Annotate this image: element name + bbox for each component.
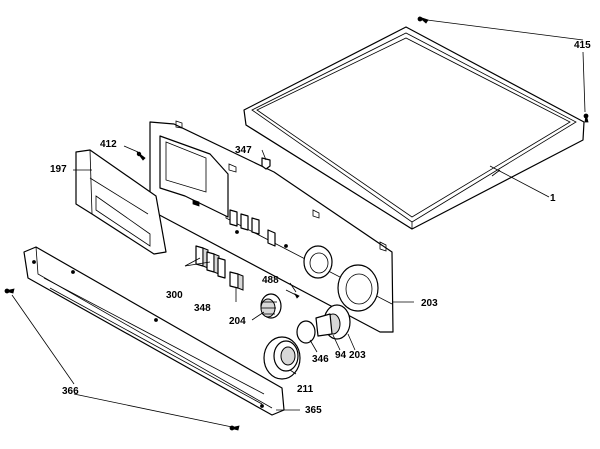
callout-211: 211: [297, 384, 314, 395]
screw-412-part: [136, 151, 146, 161]
callout-412: 412: [100, 139, 117, 150]
spring-488-part: [285, 289, 300, 299]
control-panel-frame-part: [149, 120, 394, 333]
screw-366-parts: [4, 288, 240, 431]
knob-204-part: [260, 293, 282, 319]
selector-knob-211-part: [263, 336, 301, 380]
button-348-part: [229, 271, 244, 291]
callout-94: 94: [335, 350, 347, 361]
callout-488: 488: [262, 275, 279, 286]
callout-204: 204: [229, 316, 246, 327]
top-cover-part: [243, 26, 585, 230]
push-buttons-300-part: [195, 245, 226, 279]
screw-415-parts: [417, 16, 589, 123]
callout-1: 1: [550, 193, 556, 204]
callout-365: 365: [305, 405, 322, 416]
callout-366: 366: [62, 386, 79, 397]
callout-203-right: 203: [421, 298, 438, 309]
callout-346: 346: [312, 354, 329, 365]
callout-203-knob: 203: [349, 350, 366, 361]
drawer-front-part: [75, 149, 167, 255]
callout-415: 415: [574, 40, 591, 51]
callout-347: 347: [235, 145, 252, 156]
clip-347-part: [261, 157, 271, 170]
callout-348: 348: [194, 303, 211, 314]
knob-assembly-part: [296, 304, 351, 344]
callout-labels: 415 1 347 412 197 488 300 348 204 203 20…: [50, 40, 591, 416]
callout-300: 300: [166, 290, 183, 301]
leader-lines: [11, 19, 586, 428]
front-panel-365-part: [23, 246, 285, 416]
callout-197: 197: [50, 164, 67, 175]
